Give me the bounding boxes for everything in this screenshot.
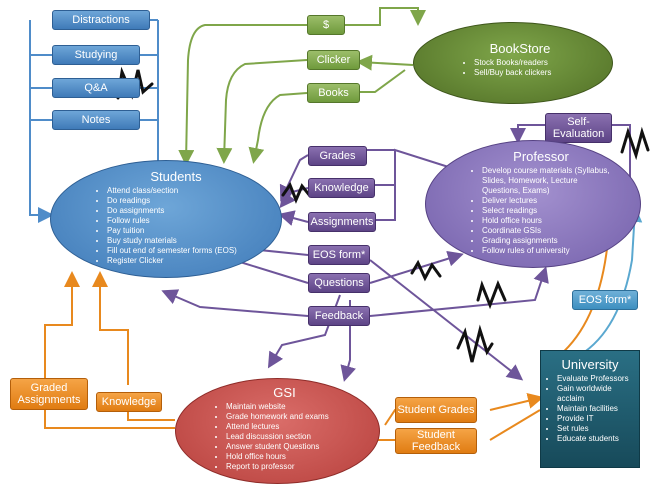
list-item: Grading assignments: [482, 236, 616, 246]
student-feedback-box: Student Feedback: [395, 428, 477, 454]
students-node: Students Attend class/section Do reading…: [50, 160, 282, 278]
dollar-box: $: [307, 15, 345, 35]
professor-node: Professor Develop course materials (Syll…: [425, 140, 641, 268]
bookstore-title: BookStore: [489, 41, 551, 56]
list-item: Provide IT: [557, 414, 635, 424]
list-item: Attend class/section: [107, 186, 261, 196]
list-item: Hold office hours: [226, 452, 359, 462]
university-title: University: [561, 357, 619, 372]
qa-box: Q&A: [52, 78, 140, 98]
clicker-box: Clicker: [307, 50, 360, 70]
self-evaluation-box: Self-Evaluation: [545, 113, 612, 143]
gsi-title: GSI: [273, 385, 296, 400]
list-item: Hold office hours: [482, 216, 616, 226]
bookstore-node: BookStore Stock Books/readers Sell/Buy b…: [413, 22, 613, 104]
list-item: Coordinate GSIs: [482, 226, 616, 236]
list-item: Maintain website: [226, 402, 359, 412]
university-node: University Evaluate Professors Gain worl…: [540, 350, 640, 468]
graded-assignments-box: Graded Assignments: [10, 378, 88, 410]
professor-list: Develop course materials (Syllabus, Slid…: [466, 166, 616, 256]
list-item: Do assignments: [107, 206, 261, 216]
gsi-list: Maintain website Grade homework and exam…: [210, 402, 359, 472]
list-item: Stock Books/readers: [474, 58, 582, 68]
list-item: Set rules: [557, 424, 635, 434]
eos-form-box: EOS form*: [308, 245, 370, 265]
list-item: Deliver lectures: [482, 196, 616, 206]
knowledge-gsi-box: Knowledge: [96, 392, 162, 412]
list-item: Educate students: [557, 434, 635, 444]
list-item: Develop course materials (Syllabus, Slid…: [482, 166, 616, 196]
list-item: Lead discussion section: [226, 432, 359, 442]
professor-title: Professor: [513, 149, 569, 164]
list-item: Sell/Buy back clickers: [474, 68, 582, 78]
list-item: Evaluate Professors: [557, 374, 635, 384]
distractions-box: Distractions: [52, 10, 150, 30]
list-item: Fill out end of semester forms (EOS): [107, 246, 261, 256]
books-box: Books: [307, 83, 360, 103]
feedback-box: Feedback: [308, 306, 370, 326]
list-item: Grade homework and exams: [226, 412, 359, 422]
bookstore-list: Stock Books/readers Sell/Buy back clicke…: [458, 58, 582, 78]
list-item: Select readings: [482, 206, 616, 216]
eos-form-university-box: EOS form*: [572, 290, 638, 310]
students-title: Students: [150, 169, 202, 184]
notes-box: Notes: [52, 110, 140, 130]
students-list: Attend class/section Do readings Do assi…: [91, 186, 261, 266]
list-item: Gain worldwide acclaim: [557, 384, 635, 404]
list-item: Buy study materials: [107, 236, 261, 246]
list-item: Follow rules of university: [482, 246, 616, 256]
knowledge-box: Knowledge: [308, 178, 375, 198]
list-item: Pay tuition: [107, 226, 261, 236]
list-item: Follow rules: [107, 216, 261, 226]
university-list: Evaluate Professors Gain worldwide accla…: [545, 374, 635, 444]
studying-box: Studying: [52, 45, 140, 65]
list-item: Attend lectures: [226, 422, 359, 432]
grades-box: Grades: [308, 146, 367, 166]
gsi-node: GSI Maintain website Grade homework and …: [175, 378, 380, 484]
assignments-box: Assignments: [308, 212, 376, 232]
student-grades-box: Student Grades: [395, 397, 477, 423]
list-item: Maintain facilities: [557, 404, 635, 414]
list-item: Answer student Questions: [226, 442, 359, 452]
questions-box: Questions: [308, 273, 370, 293]
list-item: Do readings: [107, 196, 261, 206]
list-item: Register Clicker: [107, 256, 261, 266]
list-item: Report to professor: [226, 462, 359, 472]
